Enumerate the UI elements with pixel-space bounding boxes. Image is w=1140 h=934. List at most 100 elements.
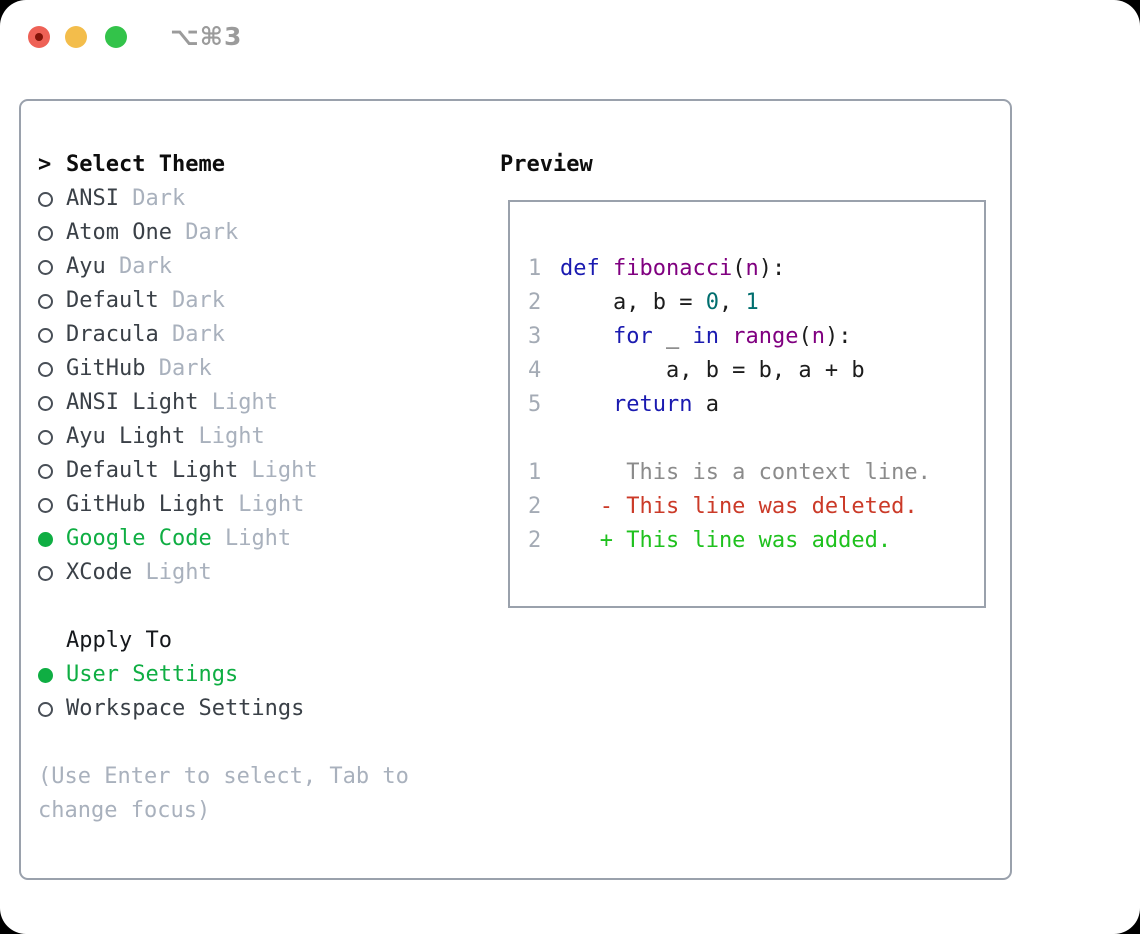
- radio-icon: [38, 395, 53, 411]
- theme-name: Dracula: [66, 322, 159, 347]
- hint-line-2: change focus): [38, 798, 211, 823]
- theme-variant: Dark: [105, 254, 172, 279]
- theme-option-google-code[interactable]: Google Code Light: [38, 522, 409, 556]
- code-token: fibonacci: [613, 255, 733, 281]
- code-token: n: [745, 255, 759, 281]
- code-token: n: [811, 323, 825, 349]
- theme-variant: Dark: [171, 220, 239, 245]
- theme-name: Google Code: [66, 526, 212, 551]
- cursor-icon: >: [38, 152, 52, 177]
- theme-option-marker: [38, 395, 66, 411]
- theme-option-github-light[interactable]: GitHub Light Light: [38, 488, 409, 522]
- window-title: ⌥⌘3: [170, 22, 243, 51]
- radio-icon: [38, 293, 53, 309]
- theme-name: Ayu Light: [66, 424, 186, 449]
- maximize-button[interactable]: [105, 26, 127, 48]
- close-dot-icon: [35, 33, 43, 41]
- spacer-row: [38, 726, 409, 760]
- theme-variant: Light: [238, 458, 318, 483]
- theme-option-marker: [38, 191, 66, 207]
- theme-option-marker: [38, 429, 66, 445]
- line-number: 4: [528, 357, 542, 383]
- apply-option-marker: [38, 701, 66, 717]
- preview-title: Preview: [500, 152, 593, 177]
- preview-line: 5 return a: [510, 387, 984, 421]
- theme-option-marker: [38, 463, 66, 479]
- theme-option-ayu[interactable]: Ayu Dark: [38, 250, 409, 284]
- theme-option-ansi-light[interactable]: ANSI Light Light: [38, 386, 409, 420]
- radio-icon: [38, 225, 53, 241]
- code-token: [560, 392, 613, 417]
- theme-option-ayu-light[interactable]: Ayu Light Light: [38, 420, 409, 454]
- theme-variant: Light: [198, 390, 278, 415]
- theme-variant: Light: [185, 424, 265, 449]
- theme-name: ANSI: [66, 186, 119, 211]
- radio-icon: [38, 259, 53, 275]
- theme-name: GitHub Light: [66, 492, 225, 517]
- theme-name: Default Light: [66, 458, 239, 483]
- theme-name: XCode: [66, 560, 133, 585]
- code-token: - This line was deleted.: [560, 493, 918, 519]
- line-number: 5: [528, 391, 542, 417]
- theme-option-default[interactable]: Default Dark: [38, 284, 409, 318]
- theme-name: GitHub: [66, 356, 146, 381]
- select-theme-title: Select Theme: [66, 152, 225, 177]
- line-number: 1: [528, 459, 542, 485]
- apply-option-user-settings[interactable]: User Settings: [38, 658, 409, 692]
- theme-option-dracula[interactable]: Dracula Dark: [38, 318, 409, 352]
- theme-option-default-light[interactable]: Default Light Light: [38, 454, 409, 488]
- apply-option-label: User Settings: [66, 662, 239, 687]
- code-token: a: [692, 391, 719, 417]
- minimize-button[interactable]: [65, 26, 87, 48]
- radio-icon: [38, 361, 53, 377]
- theme-name: ANSI Light: [66, 390, 199, 415]
- theme-option-marker: [38, 565, 66, 581]
- theme-variant: Dark: [145, 356, 212, 381]
- line-number: 2: [528, 493, 542, 519]
- code-token: + This line was added.: [560, 527, 892, 553]
- theme-option-github[interactable]: GitHub Dark: [38, 352, 409, 386]
- line-number: 3: [528, 323, 542, 349]
- apply-option-workspace-settings[interactable]: Workspace Settings: [38, 692, 409, 726]
- preview-line: [510, 421, 984, 455]
- code-token: for: [612, 323, 653, 349]
- close-button[interactable]: [28, 26, 50, 48]
- code-token: return: [612, 391, 693, 417]
- code-token: a, b = b, a + b: [560, 357, 865, 383]
- code-token: This is a context line.: [560, 459, 931, 485]
- code-token: ):: [758, 255, 786, 281]
- apply-to-header-row: Apply To: [38, 624, 409, 658]
- radio-icon: [38, 565, 53, 581]
- code-token: a, b =: [560, 289, 706, 315]
- theme-variant: Light: [211, 526, 292, 551]
- radio-icon: [38, 327, 53, 343]
- theme-option-xcode[interactable]: XCode Light: [38, 556, 409, 590]
- theme-option-marker: [38, 259, 66, 275]
- theme-name: Ayu: [66, 254, 106, 279]
- apply-to-title: Apply To: [66, 628, 172, 653]
- spacer-row: [38, 590, 409, 624]
- theme-option-marker: [38, 497, 66, 513]
- theme-name: Default: [66, 288, 159, 313]
- theme-option-ansi[interactable]: ANSI Dark: [38, 182, 409, 216]
- preview-line: 2 a, b = 0, 1: [510, 285, 984, 319]
- theme-option-atom-one[interactable]: Atom One Dark: [38, 216, 409, 250]
- theme-variant: Dark: [158, 288, 225, 313]
- preview-line: 1 This is a context line.: [510, 455, 984, 489]
- theme-option-marker: [38, 293, 66, 309]
- code-token: ):: [824, 323, 852, 349]
- code-token: _: [652, 323, 693, 349]
- code-token: 1: [745, 289, 759, 315]
- radio-icon: [38, 701, 53, 717]
- preview-line: 4 a, b = b, a + b: [510, 353, 984, 387]
- select-theme-header-row: > Select Theme: [38, 148, 409, 182]
- apply-option-label: Workspace Settings: [66, 696, 305, 721]
- radio-icon: [38, 497, 53, 513]
- preview-line: 2 + This line was added.: [510, 523, 984, 557]
- code-token: range: [732, 323, 799, 349]
- theme-variant: Dark: [158, 322, 225, 347]
